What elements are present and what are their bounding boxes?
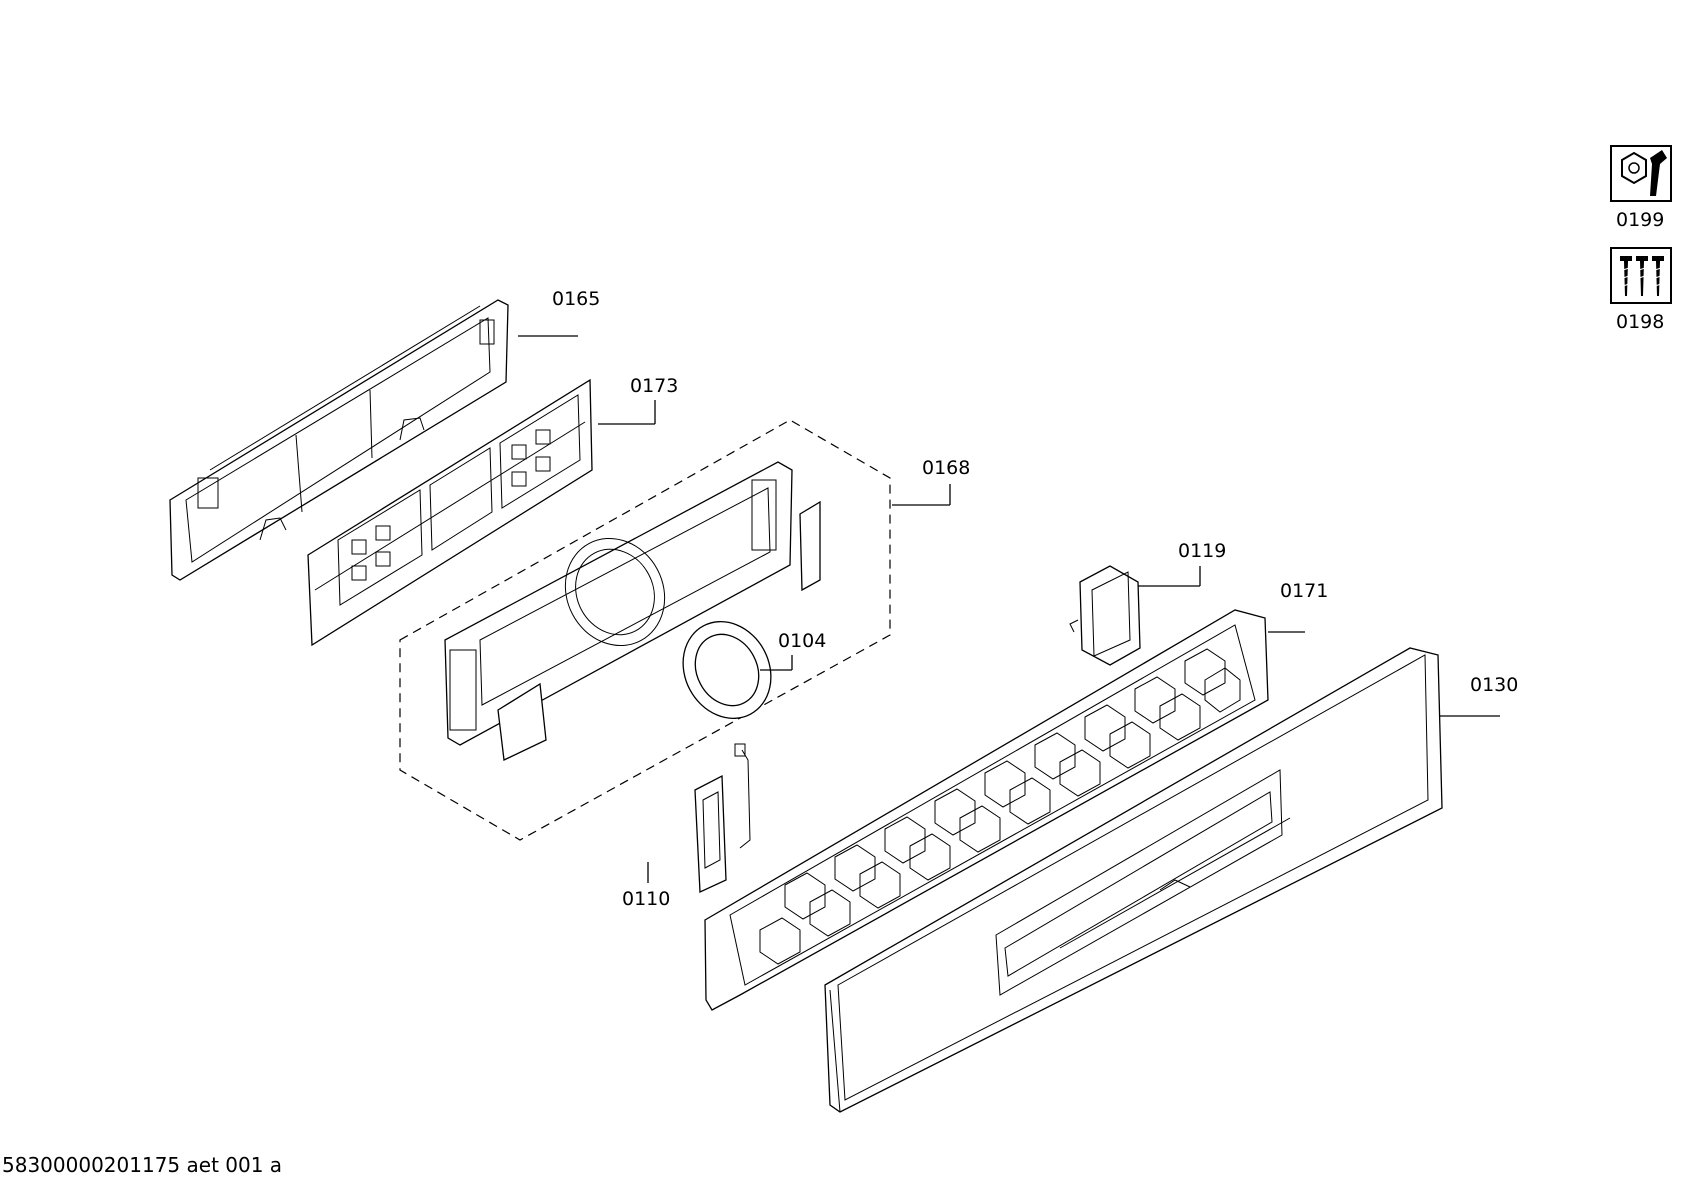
- part-0130-front-panel: [824, 647, 1443, 1113]
- label-0198: 0198: [1616, 311, 1664, 333]
- label-0171: 0171: [1280, 580, 1328, 602]
- part-0110-sensor: [694, 743, 751, 893]
- leader-lines: [518, 335, 1500, 883]
- label-0119: 0119: [1178, 540, 1226, 562]
- part-0119-module: [1069, 565, 1141, 666]
- label-0168: 0168: [922, 457, 970, 479]
- label-0104: 0104: [778, 630, 826, 652]
- wrench-nut-icon: [1610, 145, 1672, 202]
- label-0165: 0165: [552, 288, 600, 310]
- drawing-id: 58300000201175 aet 001 a: [2, 1153, 282, 1177]
- group-0168-boundary: [399, 419, 891, 841]
- part-0165-frame: [169, 299, 509, 581]
- part-0104-ring: [682, 620, 772, 720]
- label-0173: 0173: [630, 375, 678, 397]
- label-0110: 0110: [622, 888, 670, 910]
- label-0130: 0130: [1470, 674, 1518, 696]
- screws-icon: [1610, 247, 1672, 304]
- part-0173-circuit-board: [307, 378, 593, 647]
- part-0168-control-frame: [444, 461, 821, 761]
- label-0199: 0199: [1616, 209, 1664, 231]
- part-0171-honeycomb-panel: [704, 609, 1269, 1011]
